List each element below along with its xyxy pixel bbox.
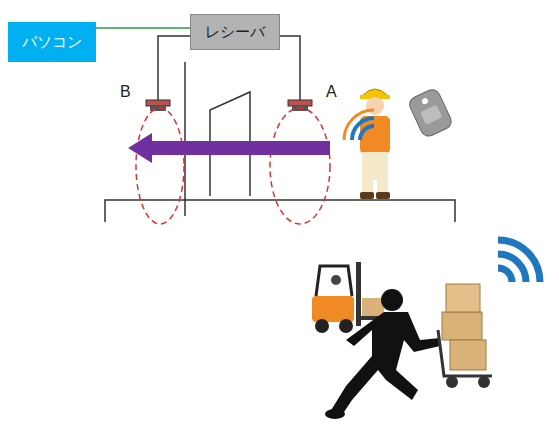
movement-arrow: [128, 133, 330, 163]
antenna-a: [288, 100, 312, 111]
antenna-label: A: [326, 84, 337, 100]
computer-box: パソコン: [8, 22, 96, 62]
wifi-symbol: [498, 240, 540, 282]
node-text: レシーバ: [205, 23, 265, 41]
running-man: [325, 289, 440, 419]
detection-zone: [136, 108, 184, 224]
antenna-b: [146, 100, 170, 111]
rfid-tag: [407, 87, 454, 139]
antenna-wire: [280, 36, 300, 100]
antenna-label: B: [120, 84, 131, 100]
floor: [105, 200, 455, 222]
worker: [344, 89, 390, 199]
cart: [438, 284, 492, 388]
connector-line: [96, 27, 190, 29]
detection-zone: [270, 108, 330, 224]
gate-post: [184, 62, 186, 216]
receiver-box: レシーバ: [190, 14, 280, 50]
node-text: パソコン: [22, 33, 82, 51]
